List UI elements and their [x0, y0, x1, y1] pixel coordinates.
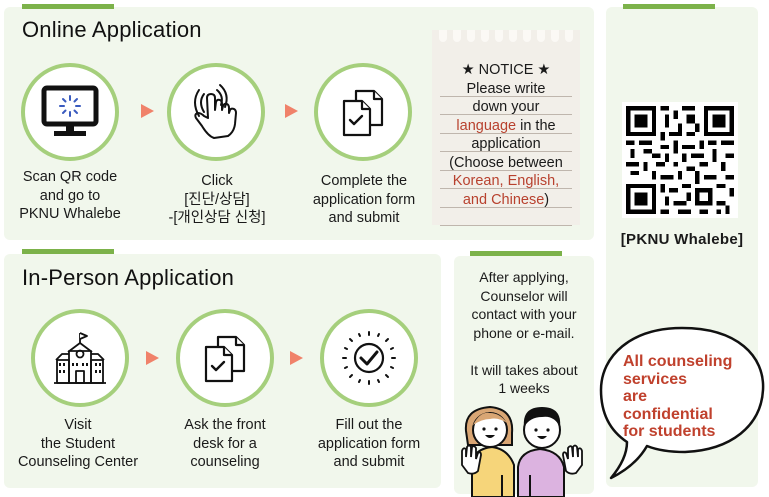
- boy-icon: [517, 407, 583, 497]
- arrow-right-icon: [290, 351, 303, 365]
- highlight-languages: Korean, English,: [452, 173, 560, 189]
- step-label-scan: Scan QR code and go to PKNU Whalebe: [19, 169, 121, 222]
- step-circle-visit: [31, 309, 129, 407]
- documents-check-icon: [342, 89, 384, 137]
- step-label-fill: Fill out the application form and submit: [317, 417, 421, 470]
- confidential-message: All counseling services are confidential…: [623, 353, 733, 440]
- notice-text: ★ NOTICE ★ Please write down your langua…: [432, 61, 580, 209]
- step-label-ask: Ask the front desk for a counseling: [184, 417, 266, 470]
- qr-code[interactable]: [622, 102, 738, 218]
- step-circle-ask: [176, 309, 274, 407]
- online-section-title: Online Application: [22, 17, 202, 42]
- tap-hand-icon: [194, 84, 237, 139]
- girl-icon: [461, 405, 515, 497]
- step-circle-complete: [314, 63, 412, 161]
- monitor-loading-icon: [41, 85, 99, 136]
- step-label-click: Click [진단/상담] -[개인상담 신청]: [168, 173, 266, 226]
- waving-students-illustration: [461, 405, 583, 497]
- accent-bar: [470, 251, 562, 256]
- school-building-icon: [54, 332, 106, 384]
- step-label-complete: Complete the application form and submit: [312, 173, 416, 226]
- step-circle-scan: [21, 63, 119, 161]
- after-applying-text: After applying, Counselor will contact w…: [470, 269, 578, 396]
- memo-holes: [432, 30, 580, 44]
- approved-check-icon: [342, 331, 396, 385]
- step-circle-click: [167, 63, 265, 161]
- notice-heading: ★ NOTICE ★: [461, 62, 551, 78]
- step-circle-fill: [320, 309, 418, 407]
- accent-bar: [623, 4, 715, 9]
- qr-caption: [PKNU Whalebe]: [620, 231, 744, 248]
- in-person-section-title: In-Person Application: [22, 265, 235, 290]
- speech-bubble: [599, 326, 765, 480]
- memo-ruled-lines: [440, 78, 572, 226]
- notice-memo: ★ NOTICE ★ Please write down your langua…: [432, 30, 580, 226]
- accent-bar: [22, 4, 114, 9]
- arrow-right-icon: [141, 104, 154, 118]
- step-label-visit: Visit the Student Counseling Center: [17, 417, 139, 470]
- qr-code-icon: [626, 106, 734, 214]
- highlight-language: language: [456, 117, 517, 134]
- arrow-right-icon: [146, 351, 159, 365]
- documents-check-icon: [204, 335, 246, 383]
- arrow-right-icon: [285, 104, 298, 118]
- accent-bar: [22, 249, 114, 254]
